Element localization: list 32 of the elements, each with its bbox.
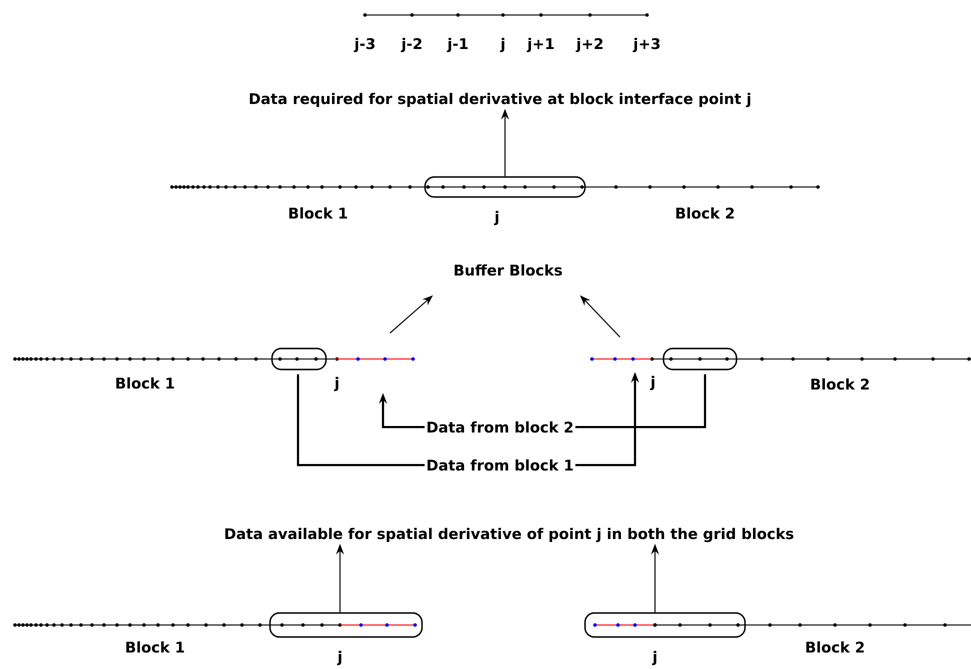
- point-label: j: [334, 376, 338, 392]
- caption-text: Data required for spatial derivative at block interface point j: [250, 92, 750, 108]
- caption-text: Data from block 2: [428, 421, 572, 433]
- point-label: j: [652, 650, 656, 666]
- point-label: Block 1: [126, 641, 184, 653]
- leader-line: [296, 374, 425, 466]
- point-label: Block 1: [116, 377, 174, 389]
- leader-line: [575, 374, 706, 428]
- point-label: j: [500, 38, 504, 52]
- point-label: j: [650, 376, 654, 390]
- point-label: j+2: [576, 38, 602, 52]
- point-label: j: [337, 650, 342, 666]
- buffer-segment: [335, 357, 415, 361]
- point-label: j+3: [632, 38, 660, 52]
- stencil-outline: [424, 176, 586, 198]
- point-label: j-1: [446, 38, 468, 52]
- caption-text: Buffer Blocks: [454, 264, 562, 276]
- stencil-outline: [584, 612, 746, 638]
- point-label: j: [494, 210, 498, 226]
- point-label: j-2: [400, 38, 422, 52]
- point-label: Block 2: [806, 641, 864, 653]
- point-label: Block 1: [289, 207, 347, 219]
- caption-text: Data available for spatial derivative of point j in both the grid blocks: [225, 528, 794, 542]
- caption-text: Data from block 1: [428, 459, 573, 471]
- point-label: Block 2: [811, 378, 869, 390]
- buffer-segment: [590, 357, 652, 361]
- stencil-outline: [662, 348, 738, 370]
- point-label: j-3: [354, 38, 374, 52]
- point-label: Block 2: [676, 207, 734, 219]
- stencil-outline: [271, 348, 327, 370]
- point-label: j+1: [526, 38, 554, 52]
- stencil-outline: [269, 612, 423, 638]
